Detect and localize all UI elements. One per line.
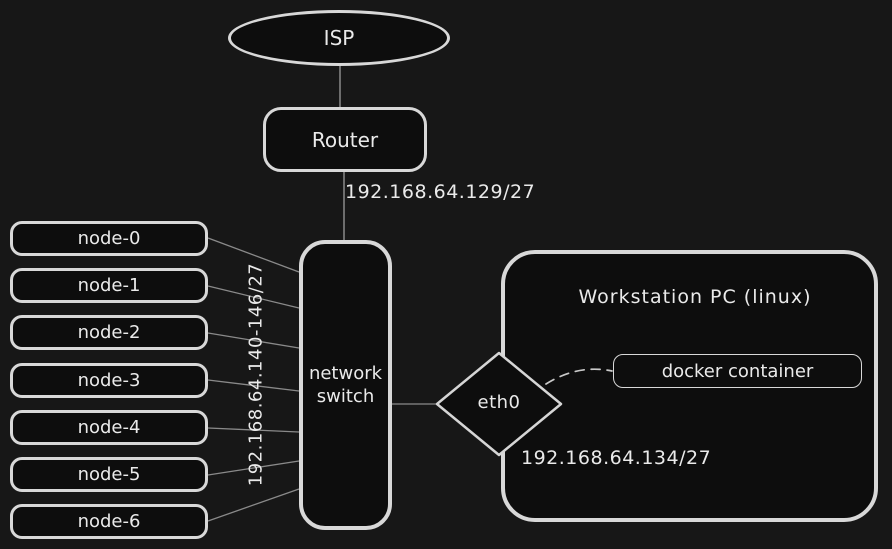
node-1-box: node-1 bbox=[10, 268, 208, 303]
isp-label: ISP bbox=[323, 26, 355, 50]
wan-subnet-label: 192.168.64.129/27 bbox=[345, 181, 536, 203]
docker-container-label: docker container bbox=[661, 360, 814, 382]
node-2-label: node-2 bbox=[77, 322, 141, 343]
router-node: Router bbox=[263, 107, 427, 172]
connector-node-0-switch bbox=[207, 237, 300, 273]
workstation-title: Workstation PC (linux) bbox=[578, 286, 812, 308]
connector-node-3-switch bbox=[207, 379, 300, 392]
network-switch-label: network switch bbox=[308, 362, 383, 407]
eth0-label: eth0 bbox=[477, 392, 521, 413]
connector-node-1-switch bbox=[207, 285, 300, 309]
eth0-diamond bbox=[435, 351, 563, 457]
node-3-box: node-3 bbox=[10, 363, 208, 398]
node-3-label: node-3 bbox=[77, 370, 141, 391]
connector-node-4-switch bbox=[207, 427, 300, 433]
node-6-box: node-6 bbox=[10, 504, 208, 539]
connector-eth0-docker-dashed bbox=[545, 368, 613, 385]
node-2-box: node-2 bbox=[10, 315, 208, 350]
isp-node: ISP bbox=[228, 10, 450, 66]
network-switch-node: network switch bbox=[299, 240, 392, 530]
connector-node-6-switch bbox=[207, 488, 300, 522]
node-0-label: node-0 bbox=[77, 228, 141, 249]
node-1-label: node-1 bbox=[77, 275, 141, 296]
node-6-label: node-6 bbox=[77, 511, 141, 532]
node-4-label: node-4 bbox=[77, 417, 141, 438]
node-4-box: node-4 bbox=[10, 410, 208, 445]
node-0-box: node-0 bbox=[10, 221, 208, 256]
connector-node-2-switch bbox=[207, 332, 300, 349]
docker-container-box: docker container bbox=[613, 354, 862, 388]
router-label: Router bbox=[311, 127, 379, 152]
node-5-box: node-5 bbox=[10, 457, 208, 492]
node-5-label: node-5 bbox=[77, 464, 141, 485]
connector-node-5-switch bbox=[207, 460, 300, 476]
workstation-ip-label: 192.168.64.134/27 bbox=[521, 447, 712, 469]
